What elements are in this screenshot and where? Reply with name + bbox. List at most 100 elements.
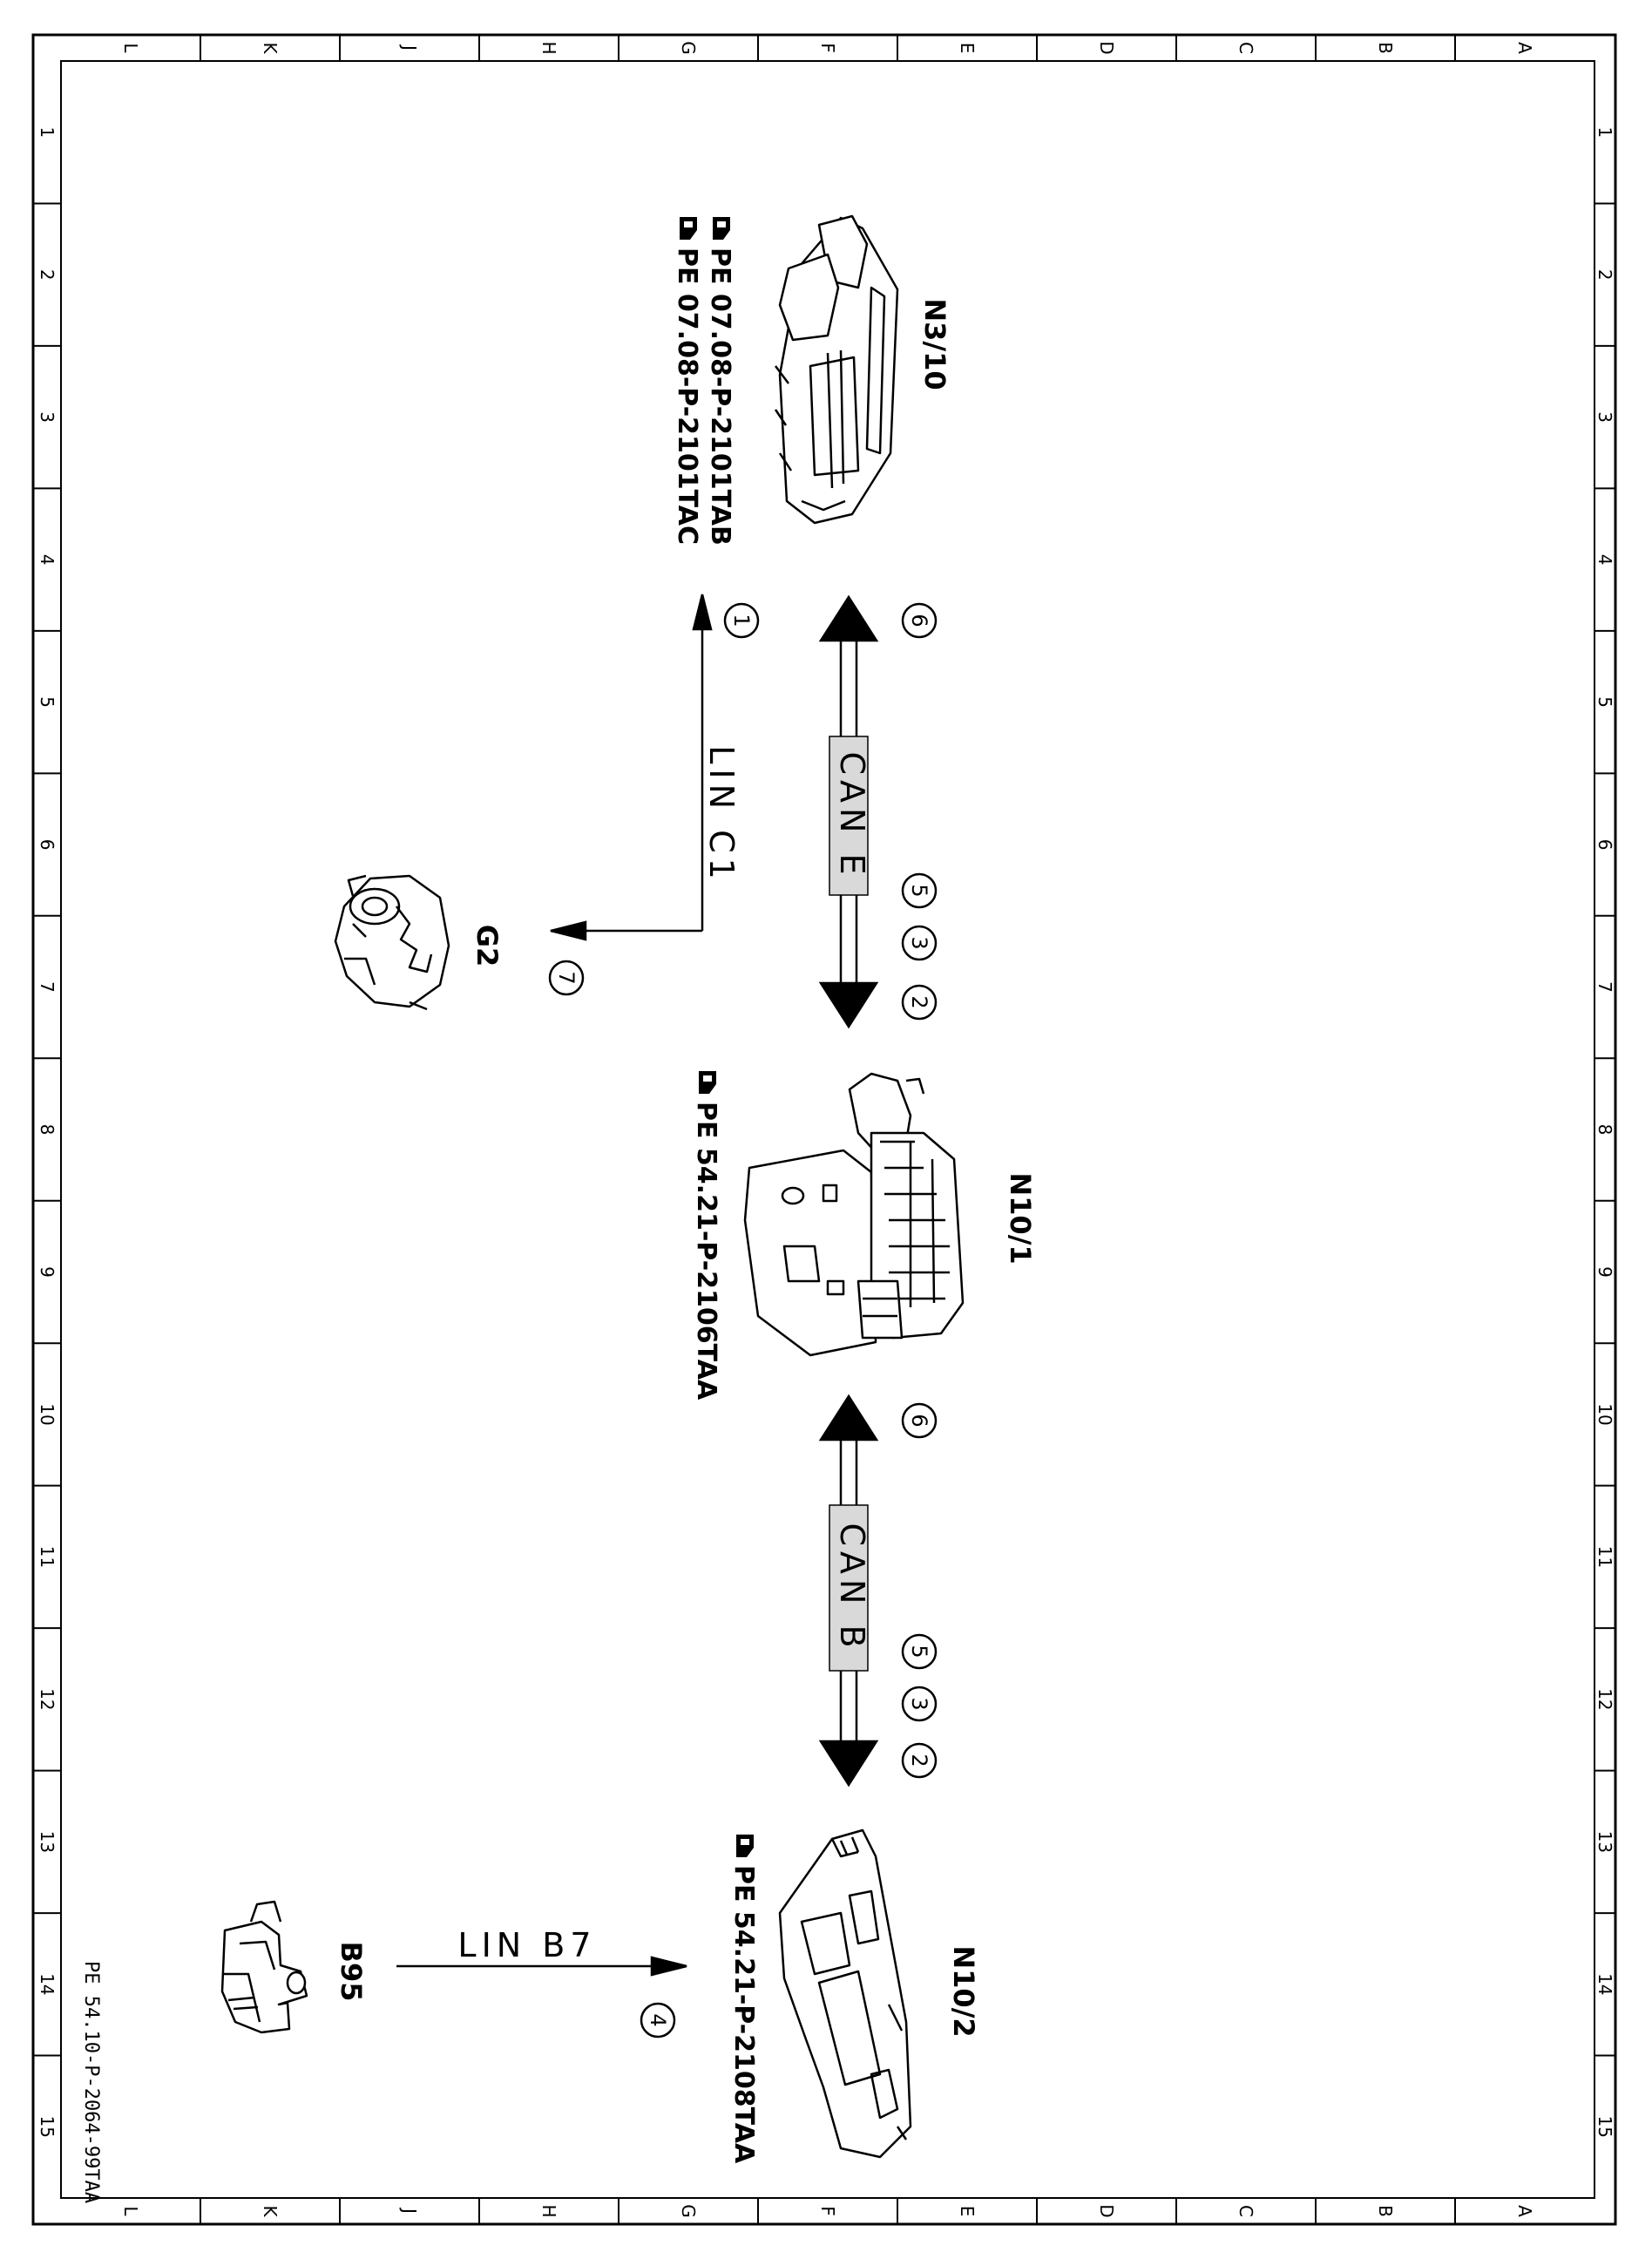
grid-row-label: 8	[37, 1124, 58, 1136]
callout-1-text: 1	[729, 614, 754, 627]
callout-1: 1	[723, 602, 760, 639]
callout-2-can-e: 2	[901, 984, 938, 1021]
callout-7: 7	[548, 960, 585, 996]
grid-row-label: 15	[1594, 2116, 1615, 2138]
grid-column-label: G	[678, 41, 699, 55]
callout-4-text: 4	[646, 2013, 670, 2026]
can-e-arrowhead-bottom	[818, 981, 879, 1029]
callout-3-can-e: 3	[901, 925, 938, 961]
lin-b7-connection	[396, 1956, 687, 1977]
grid-row-label: 7	[37, 981, 58, 993]
grid-row-label: 7	[1594, 981, 1615, 993]
callout-5-can-b: 5	[901, 1633, 938, 1670]
grid-column-label: L	[120, 43, 141, 53]
n10-2-label: N10/2	[947, 1945, 980, 2037]
grid-column-label: G	[678, 2204, 699, 2218]
lin-c1-label: LIN C1	[702, 745, 741, 885]
grid-column-label: E	[957, 43, 978, 54]
grid-column-label: A	[1514, 2205, 1535, 2217]
grid-column-label: F	[817, 43, 838, 53]
n3-10-unit-icon	[774, 214, 899, 525]
grid-row-label: 2	[1594, 269, 1615, 281]
grid-column-label: J	[399, 2207, 420, 2214]
n10-2-unit-icon	[778, 1828, 912, 2159]
grid-row-label: 11	[1594, 1546, 1615, 1568]
g2-label: G2	[471, 925, 504, 967]
grid-row-label: 15	[37, 2116, 58, 2138]
callout-6-top: 6	[901, 602, 938, 639]
n3-10-label: N3/10	[918, 298, 951, 390]
callout-5-can-e: 5	[901, 872, 938, 909]
grid-column-label: E	[957, 2206, 978, 2217]
callout-5-can-b-text: 5	[907, 1645, 931, 1658]
n10-1-unit-icon	[743, 1072, 965, 1357]
callout-3-can-e-text: 3	[907, 936, 931, 949]
grid-column-label: C	[1236, 42, 1256, 54]
grid-row-label: 9	[37, 1266, 58, 1278]
callout-2-can-e-text: 2	[907, 995, 931, 1008]
can-e-arrowhead-top	[818, 594, 879, 642]
grid-column-label: H	[538, 2204, 559, 2217]
b95-sensor-icon	[220, 1900, 308, 2034]
n3-10-ref-1-text: PE 07.08-P-2101TAB	[705, 248, 735, 546]
n10-1-ref-text: PE 54.21-P-2106TAA	[691, 1102, 721, 1401]
can-e-connection	[818, 594, 879, 1029]
n10-2-ref-text: PE 54.21-P-2108TAA	[728, 1865, 759, 2164]
grid-row-label: 13	[1594, 1831, 1615, 1853]
grid-row-label: 14	[1594, 1973, 1615, 1995]
grid-row-label: 1	[37, 126, 58, 138]
grid-row-label: 3	[1594, 411, 1615, 423]
callout-5-can-e-text: 5	[907, 884, 931, 897]
drawing-frame	[31, 33, 1617, 2226]
grid-column-label: L	[120, 2206, 141, 2216]
n3-10-ref-2-text: PE 07.08-P-2101TAC	[672, 248, 702, 545]
callout-6-mid-text: 6	[907, 1414, 931, 1427]
callout-2-can-b-text: 2	[907, 1754, 931, 1767]
lin-c1-arrowhead-g2	[550, 920, 587, 941]
n10-1-ref: PE 54.21-P-2106TAA	[691, 1071, 721, 1401]
b95-label: B95	[335, 1942, 368, 2002]
grid-column-label: D	[1096, 41, 1117, 54]
grid-column-label: J	[399, 44, 420, 51]
can-b-label: CAN B	[833, 1523, 871, 1652]
grid-column-label: B	[1375, 42, 1396, 54]
n3-10-ref-2: PE 07.08-P-2101TAC	[672, 217, 702, 545]
callout-3-can-b: 3	[901, 1686, 938, 1722]
can-b-arrowhead-top	[818, 1394, 879, 1442]
callout-7-text: 7	[554, 971, 579, 984]
grid-column-label: K	[260, 42, 281, 54]
lin-c1-arrowhead	[692, 594, 713, 631]
grid-column-label: H	[538, 41, 559, 54]
can-b-connection	[818, 1394, 879, 1788]
grid-row-label: 4	[37, 554, 58, 566]
n3-10-ref-1: PE 07.08-P-2101TAB	[705, 217, 735, 546]
lin-b7-label: LIN B7	[457, 1926, 596, 1964]
callout-6-top-text: 6	[907, 614, 931, 627]
manual-reference-icon	[680, 217, 697, 240]
n10-2-ref: PE 54.21-P-2108TAA	[728, 1835, 759, 2164]
grid-column-label: D	[1096, 2204, 1117, 2217]
grid-column-label: K	[260, 2205, 281, 2217]
grid-row-label: 14	[37, 1973, 58, 1995]
g2-alternator-icon	[334, 874, 450, 1011]
grid-row-label: 6	[1594, 839, 1615, 851]
grid-ticks	[33, 35, 1615, 2224]
lin-c1-connection	[550, 594, 713, 941]
grid-row-label: 11	[37, 1546, 58, 1568]
grid-row-label: 5	[1594, 696, 1615, 708]
grid-row-label: 4	[1594, 554, 1615, 566]
can-e-label: CAN E	[833, 751, 871, 879]
callout-6-mid: 6	[901, 1402, 938, 1439]
manual-reference-icon	[736, 1835, 754, 1857]
grid-row-label: 6	[37, 839, 58, 851]
grid-column-label: B	[1375, 2205, 1396, 2217]
grid-row-label: 12	[37, 1688, 58, 1710]
callout-2-can-b: 2	[901, 1742, 938, 1779]
grid-row-label: 8	[1594, 1124, 1615, 1136]
grid-row-label: 2	[37, 269, 58, 281]
lin-b7-arrowhead	[650, 1956, 687, 1977]
callout-3-can-b-text: 3	[907, 1697, 931, 1710]
grid-row-label: 3	[37, 411, 58, 423]
